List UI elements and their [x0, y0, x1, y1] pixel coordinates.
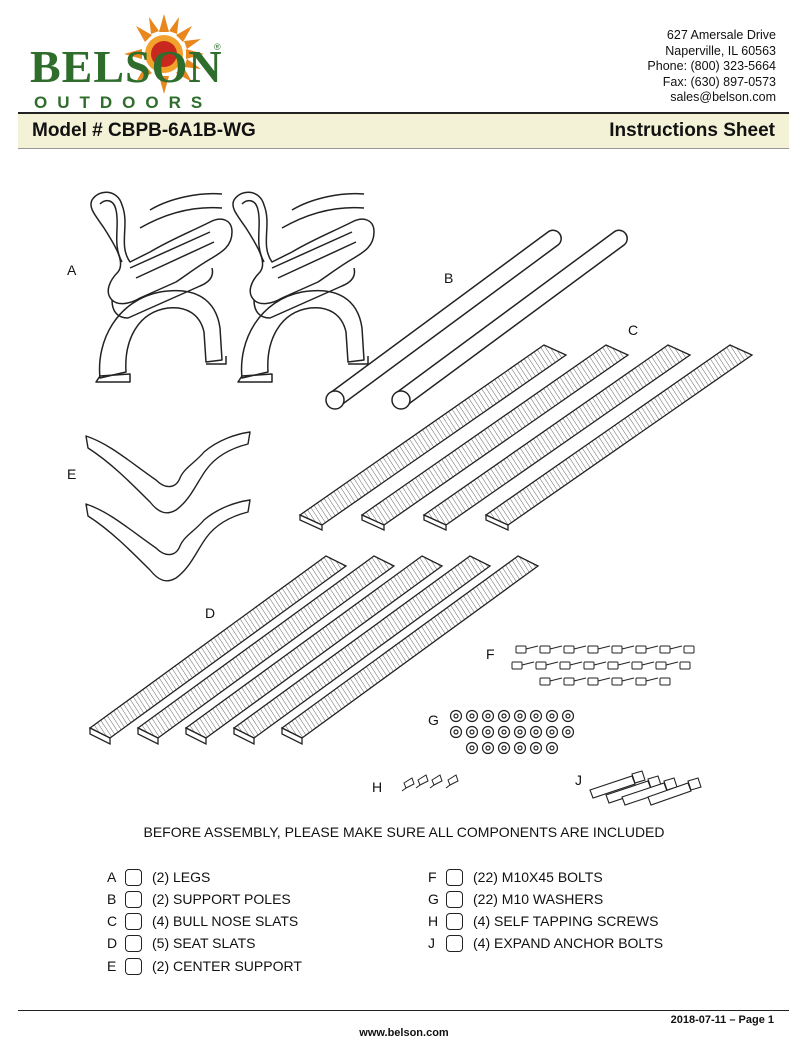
logo-registered-mark: ®	[214, 42, 221, 52]
checkbox[interactable]	[446, 934, 463, 952]
belson-logo: BELSON ® OUTDOORS	[26, 14, 226, 112]
checklist-text: (4) BULL NOSE SLATS	[152, 913, 299, 929]
letter-c: C	[628, 322, 639, 338]
checklist-item-a[interactable]: A (2) LEGS	[107, 866, 210, 888]
address-email[interactable]: sales@belson.com	[670, 90, 776, 104]
address-fax: Fax: (630) 897-0573	[662, 74, 776, 89]
title-bar: Model # CBPB-6A1B-WG Instructions Sheet	[18, 112, 789, 149]
address-city: Naperville, IL 60563	[665, 43, 776, 58]
checklist-text: (4) EXPAND ANCHOR BOLTS	[473, 935, 664, 951]
checklist-letter: A	[107, 869, 117, 885]
support-poles	[325, 229, 628, 410]
letter-e: E	[67, 466, 77, 482]
address-phone: Phone: (800) 323-5664	[647, 59, 776, 73]
checklist-item-g[interactable]: G (22) M10 WASHERS	[428, 888, 603, 910]
checkbox[interactable]	[125, 912, 142, 930]
checklist-letter: J	[428, 935, 435, 951]
expand-anchor-bolts	[589, 770, 702, 806]
self-tapping-screws	[401, 774, 459, 792]
page-number: 2018-07-11 – Page 1	[670, 1014, 774, 1026]
center-supports	[85, 431, 251, 582]
washers	[449, 709, 575, 755]
seat-slats	[88, 555, 540, 746]
checkbox[interactable]	[125, 890, 142, 908]
checklist-text: (2) SUPPORT POLES	[152, 891, 291, 907]
checklist-item-e[interactable]: E (2) CENTER SUPPORT	[107, 955, 302, 977]
letter-g: G	[428, 712, 439, 728]
letter-h: H	[372, 779, 383, 795]
letter-f: F	[486, 646, 495, 662]
checklist-text: (22) M10X45 BOLTS	[473, 869, 603, 885]
checklist-letter: F	[428, 869, 437, 885]
bull-nose-slats	[298, 344, 754, 532]
checklist-letter: H	[428, 913, 439, 929]
checkbox[interactable]	[125, 934, 142, 952]
letter-b: B	[444, 270, 454, 286]
checklist-item-c[interactable]: C (4) BULL NOSE SLATS	[107, 910, 298, 932]
letter-a: A	[67, 262, 77, 278]
checklist-text: (4) SELF TAPPING SCREWS	[473, 913, 659, 929]
bench-leg-right	[232, 191, 375, 383]
checklist-item-j[interactable]: J (4) EXPAND ANCHOR BOLTS	[428, 932, 663, 954]
checklist-letter: C	[107, 913, 118, 929]
checklist-letter: E	[107, 958, 117, 974]
company-address: 627 Amersale Drive Naperville, IL 60563 …	[647, 28, 776, 106]
checkbox[interactable]	[446, 912, 463, 930]
logo-wordmark: BELSON	[30, 41, 223, 92]
checklist-item-d[interactable]: D (5) SEAT SLATS	[107, 932, 255, 954]
checklist-text: (2) LEGS	[152, 869, 211, 885]
footer-divider	[18, 1010, 789, 1011]
letter-d: D	[205, 605, 216, 621]
checklist-item-b[interactable]: B (2) SUPPORT POLES	[107, 888, 291, 910]
checkbox[interactable]	[446, 890, 463, 908]
parts-diagram	[85, 191, 754, 806]
website-link[interactable]: www.belson.com	[359, 1027, 449, 1039]
checklist-letter: G	[428, 891, 439, 907]
checklist-item-f[interactable]: F (22) M10X45 BOLTS	[428, 866, 603, 888]
letter-j: J	[575, 772, 582, 788]
checklist-letter: D	[107, 935, 118, 951]
model-number: Model # CBPB-6A1B-WG	[32, 120, 256, 141]
address-street: 627 Amersale Drive	[666, 28, 776, 42]
assembly-notice: BEFORE ASSEMBLY, PLEASE MAKE SURE ALL CO…	[143, 824, 665, 840]
bolts	[511, 645, 695, 686]
checkbox[interactable]	[446, 868, 463, 886]
checklist-text: (5) SEAT SLATS	[152, 935, 256, 951]
sheet-title: Instructions Sheet	[609, 120, 775, 141]
bench-leg-left	[90, 191, 233, 383]
checklist-text: (2) CENTER SUPPORT	[152, 958, 302, 974]
checkbox[interactable]	[125, 868, 142, 886]
checklist-item-h[interactable]: H (4) SELF TAPPING SCREWS	[428, 910, 658, 932]
sun-icon	[124, 14, 204, 94]
checklist-text: (22) M10 WASHERS	[473, 891, 604, 907]
logo-subtitle: OUTDOORS	[34, 93, 213, 112]
checklist-letter: B	[107, 891, 117, 907]
checkbox[interactable]	[125, 957, 142, 975]
